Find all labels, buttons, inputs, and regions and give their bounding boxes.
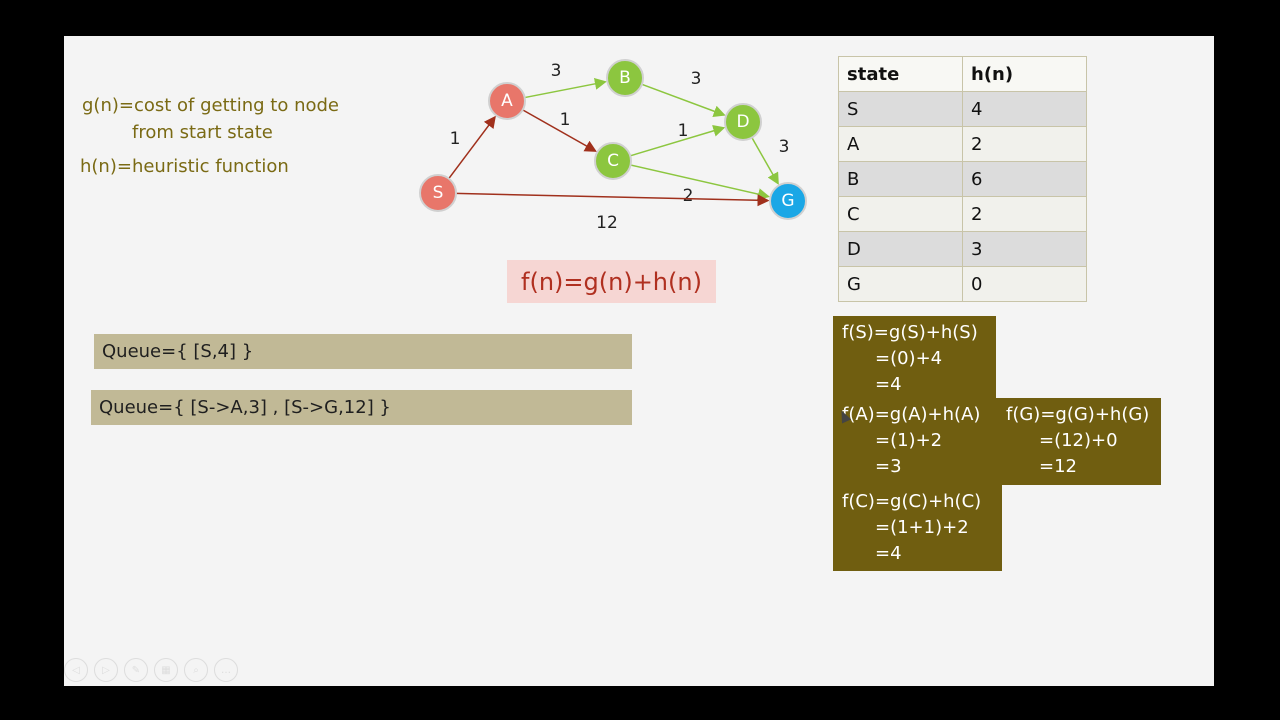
node-label-A: A [501,91,513,111]
node-label-B: B [619,68,631,88]
edge-cost-D-G: 3 [779,137,790,157]
edge-cost-B-D: 3 [691,69,702,89]
node-D [724,103,762,141]
h-cell: 6 [962,161,1087,197]
zoom-icon[interactable]: ⌕ [184,658,208,682]
node-label-G: G [781,191,794,211]
node-label-D: D [736,112,749,132]
node-C [594,142,632,180]
state-cell: B [838,161,963,197]
presentation-controls: ◁ ▷ ✎ ▦ ⌕ … [64,658,238,682]
state-cell: G [838,266,963,302]
node-B [606,59,644,97]
calc-line: =(12)+0 [1039,430,1118,451]
calc-line: =3 [875,456,902,477]
h-definition: h(n)=heuristic function [80,156,289,177]
header-state: state [838,56,963,92]
state-cell: S [838,91,963,127]
next-icon[interactable]: ▷ [94,658,118,682]
node-A [488,82,526,120]
slides-icon[interactable]: ▦ [154,658,178,682]
h-cell: 0 [962,266,1087,302]
pen-icon[interactable]: ✎ [124,658,148,682]
state-cell: A [838,126,963,162]
edge-D-G [751,137,779,185]
edge-cost-C-D: 1 [678,121,689,141]
g-definition-cont: from start state [132,122,273,143]
edge-cost-A-C: 1 [560,110,571,130]
edge-cost-C-G: 2 [683,186,694,206]
queue-step-1: Queue={ [S,4] } [94,334,632,369]
h-cell: 3 [962,231,1087,267]
node-label-S: S [433,183,444,203]
calc-line: f(C)=g(C)+h(C) [842,491,982,512]
h-cell: 2 [962,126,1087,162]
node-G [769,182,807,220]
calc-line: =4 [875,543,902,564]
calc-line: f(A)=g(A)+h(A) [842,404,981,425]
calc-f-g: f(G)=g(G)+h(G) =(12)+0 =12 [997,398,1161,485]
node-label-C: C [607,151,619,171]
state-cell: C [838,196,963,232]
calc-line: =4 [875,374,902,395]
calc-line: =(0)+4 [875,348,943,369]
calc-line: =(1)+2 [875,430,943,451]
calc-f-a: f(A)=g(A)+h(A) =(1)+2 =3 [833,398,1161,485]
calc-line: f(S)=g(S)+h(S) [842,322,978,343]
slide: g(n)=cost of getting to node from start … [64,36,1214,686]
edge-C-D [630,125,726,157]
prev-icon[interactable]: ◁ [64,658,88,682]
edge-C-G [630,164,770,201]
more-icon[interactable]: … [214,658,238,682]
calc-line: =12 [1039,456,1077,477]
g-definition: g(n)=cost of getting to node [82,95,339,116]
h-cell: 2 [962,196,1087,232]
edge-A-C [522,109,597,152]
edge-A-B [524,77,607,99]
header-h: h(n) [962,56,1087,92]
calc-line: =(1+1)+2 [875,517,969,538]
f-formula: f(n)=g(n)+h(n) [507,260,716,303]
calc-f-c: f(C)=g(C)+h(C) =(1+1)+2 =4 [833,485,1002,571]
h-cell: 4 [962,91,1087,127]
edge-cost-S-G: 12 [596,213,618,233]
edge-B-D [641,83,726,117]
calc-f-s: f(S)=g(S)+h(S) =(0)+4 =4 [833,316,996,398]
edge-cost-S-A: 1 [450,129,461,149]
table-header-row: state h(n) [838,56,1087,92]
calc-line: f(G)=g(G)+h(G) [1006,404,1150,425]
edge-S-G [455,192,770,207]
node-S [419,174,457,212]
state-cell: D [838,231,963,267]
edge-cost-A-B: 3 [551,61,562,81]
edge-S-A [448,115,496,180]
queue-step-2: Queue={ [S->A,3] , [S->G,12] } [91,390,632,425]
